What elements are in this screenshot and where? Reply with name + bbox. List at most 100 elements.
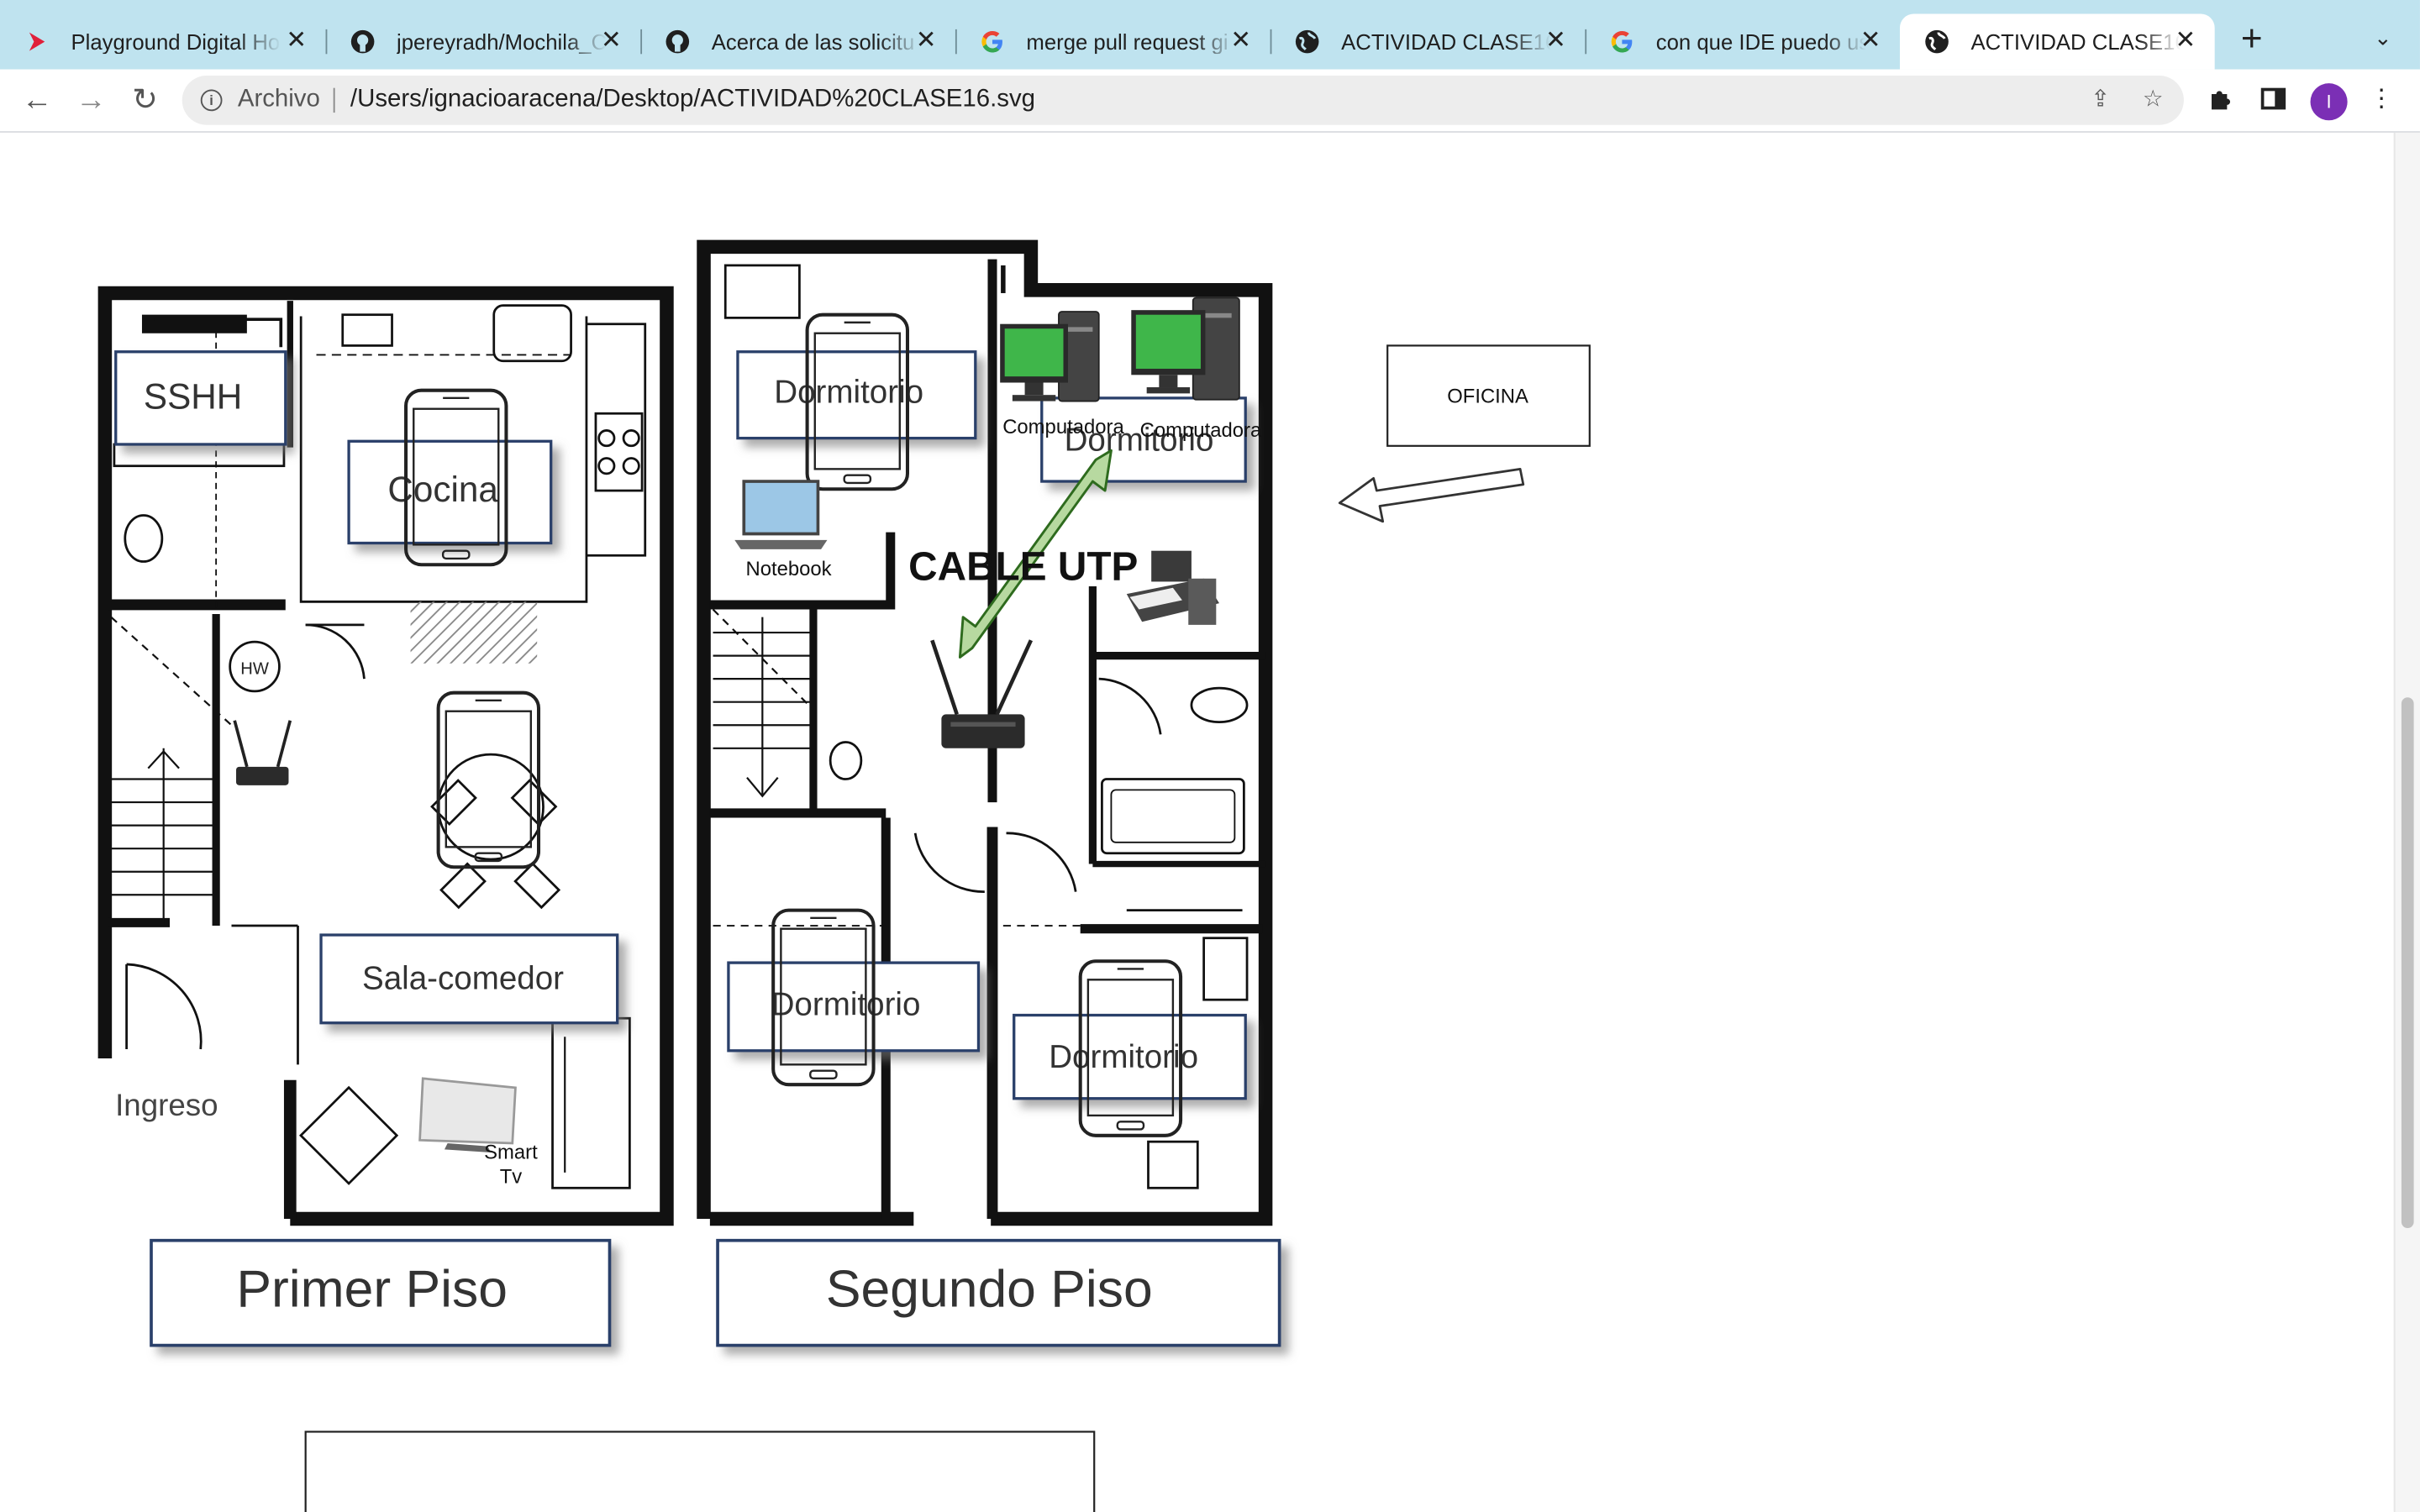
url-text[interactable]: /Users/ignacioaracena/Desktop/ACTIVIDAD%…	[350, 86, 1035, 113]
tab-title: Playground Digital Ho	[71, 29, 281, 55]
page-content: HW	[0, 132, 2420, 1512]
divider	[333, 87, 335, 113]
playground-icon	[24, 29, 49, 54]
close-icon[interactable]: ✕	[1545, 28, 1566, 55]
arrow-left-icon	[1338, 467, 1525, 523]
room-label-box	[319, 933, 619, 1025]
forward-button[interactable]: →	[75, 83, 107, 118]
scrollbar-thumb[interactable]	[2401, 697, 2414, 1229]
room-label-dormitorio-4: Dormitorio	[1049, 1039, 1198, 1075]
notebook-label: Notebook	[745, 558, 831, 580]
office-label: OFICINA	[1447, 385, 1528, 407]
toolbar: ← → ↻ i Archivo /Users/ignacioaracena/De…	[0, 69, 2420, 133]
hatched-area	[410, 601, 538, 664]
tab-actividad-1[interactable]: ACTIVIDAD CLASE16. ✕	[1270, 14, 1587, 70]
second-floor-plan	[697, 239, 1273, 1226]
notebook-icon	[734, 480, 828, 549]
room-label-dormitorio-2: Dormitorio	[1065, 422, 1214, 458]
floor-title-box	[716, 1238, 1281, 1347]
floor-plan-svg: HW	[97, 239, 1591, 1512]
entrance-label: Ingreso	[115, 1088, 218, 1122]
avatar[interactable]: I	[2310, 83, 2348, 121]
star-icon[interactable]: ☆	[2142, 86, 2164, 113]
cable-utp-arrow	[958, 449, 1113, 659]
room-label-box	[114, 350, 287, 446]
room-label-box	[1013, 1013, 1247, 1100]
tab-strip: Playground Digital Ho ✕ jpereyradh/Mochi…	[0, 0, 2420, 70]
smart-tv-icon	[418, 1077, 517, 1153]
close-icon[interactable]: ✕	[601, 28, 622, 55]
more-menu-icon[interactable]: ⋮	[2369, 86, 2394, 113]
scheme-label: Archivo	[237, 86, 320, 113]
extensions-icon[interactable]	[2206, 85, 2237, 116]
close-icon[interactable]: ✕	[1860, 28, 1881, 55]
smartphone-icon	[404, 388, 508, 567]
tab-playground[interactable]: Playground Digital Ho ✕	[0, 14, 328, 70]
info-icon[interactable]: i	[200, 89, 223, 112]
room-label-sala-comedor: Sala-comedor	[362, 960, 564, 996]
router-icon	[930, 639, 1034, 748]
smartphone-icon	[805, 312, 909, 491]
tab-separator	[955, 29, 957, 55]
github-icon	[666, 29, 690, 54]
vertical-scrollbar[interactable]	[2393, 132, 2420, 1512]
computer-label: Computadora	[1140, 419, 1262, 442]
tab-title: ACTIVIDAD CLASE16.	[1970, 29, 2181, 55]
first-floor-plan	[97, 286, 674, 1226]
room-label-dormitorio-1: Dormitorio	[774, 374, 923, 410]
room-label-box	[1040, 396, 1247, 483]
smart-tv-label: Smart	[484, 1141, 538, 1163]
cable-utp-label: CABLE UTP	[908, 545, 1138, 590]
smartphone-icon	[771, 908, 876, 1087]
github-icon	[350, 29, 375, 54]
computer-label: Computadora	[1002, 416, 1124, 438]
room-label-box	[736, 350, 977, 440]
globe-icon	[1924, 29, 1949, 54]
tab-separator	[640, 29, 643, 55]
tab-google-merge[interactable]: merge pull request gi ✕	[955, 14, 1272, 70]
chevron-down-icon[interactable]: ⌄	[2374, 24, 2392, 50]
room-labels: SSHH Cocina Sala-comedor Ingreso Dormito…	[114, 350, 1247, 1122]
new-tab-button[interactable]: +	[2240, 18, 2263, 60]
close-icon[interactable]: ✕	[2175, 28, 2196, 55]
room-label-box	[727, 961, 981, 1053]
share-icon[interactable]: ⇪	[2091, 86, 2111, 113]
floor-title-box	[150, 1238, 612, 1347]
smartphone-icon	[1078, 959, 1183, 1137]
tab-separator	[1270, 29, 1272, 55]
address-bar[interactable]: i Archivo /Users/ignacioaracena/Desktop/…	[182, 75, 2184, 125]
room-label-dormitorio-3: Dormitorio	[771, 987, 921, 1023]
tab-separator	[325, 29, 328, 55]
close-icon[interactable]: ✕	[1230, 28, 1252, 55]
printer-icon	[1126, 550, 1219, 625]
tab-title: Acerca de las solicitu	[711, 29, 915, 55]
router-icon	[233, 720, 292, 785]
room-label-sshh: SSHH	[144, 377, 242, 417]
smartphone-icon	[436, 690, 541, 869]
tab-github-solicitudes[interactable]: Acerca de las solicitu ✕	[640, 14, 957, 70]
tab-title: con que IDE puedo us	[1655, 29, 1866, 55]
room-label-box	[347, 439, 553, 545]
tab-github-mochila[interactable]: jpereyradh/Mochila_C ✕	[326, 14, 643, 70]
globe-icon	[1295, 29, 1319, 54]
tab-separator	[1585, 29, 1587, 55]
google-icon	[1610, 29, 1634, 54]
office-box	[1386, 344, 1591, 447]
computer-icon	[1131, 297, 1240, 401]
tab-google-ide[interactable]: con que IDE puedo us ✕	[1585, 14, 1900, 70]
tab-title: merge pull request gi	[1026, 29, 1228, 55]
empty-text-box	[304, 1431, 1096, 1512]
reload-button[interactable]: ↻	[132, 83, 159, 118]
tab-actividad-active[interactable]: ACTIVIDAD CLASE16. ✕	[1899, 13, 2215, 70]
side-panel-icon[interactable]	[2258, 85, 2289, 116]
hw-label: HW	[240, 660, 269, 679]
first-floor-title: Primer Piso	[236, 1260, 508, 1319]
back-button[interactable]: ←	[21, 83, 53, 118]
computer-icon	[1000, 311, 1100, 402]
google-icon	[980, 29, 1004, 54]
close-icon[interactable]: ✕	[915, 28, 937, 55]
smart-tv-label: Tv	[500, 1166, 523, 1189]
tab-title: ACTIVIDAD CLASE16.	[1341, 29, 1551, 55]
close-icon[interactable]: ✕	[286, 28, 307, 55]
